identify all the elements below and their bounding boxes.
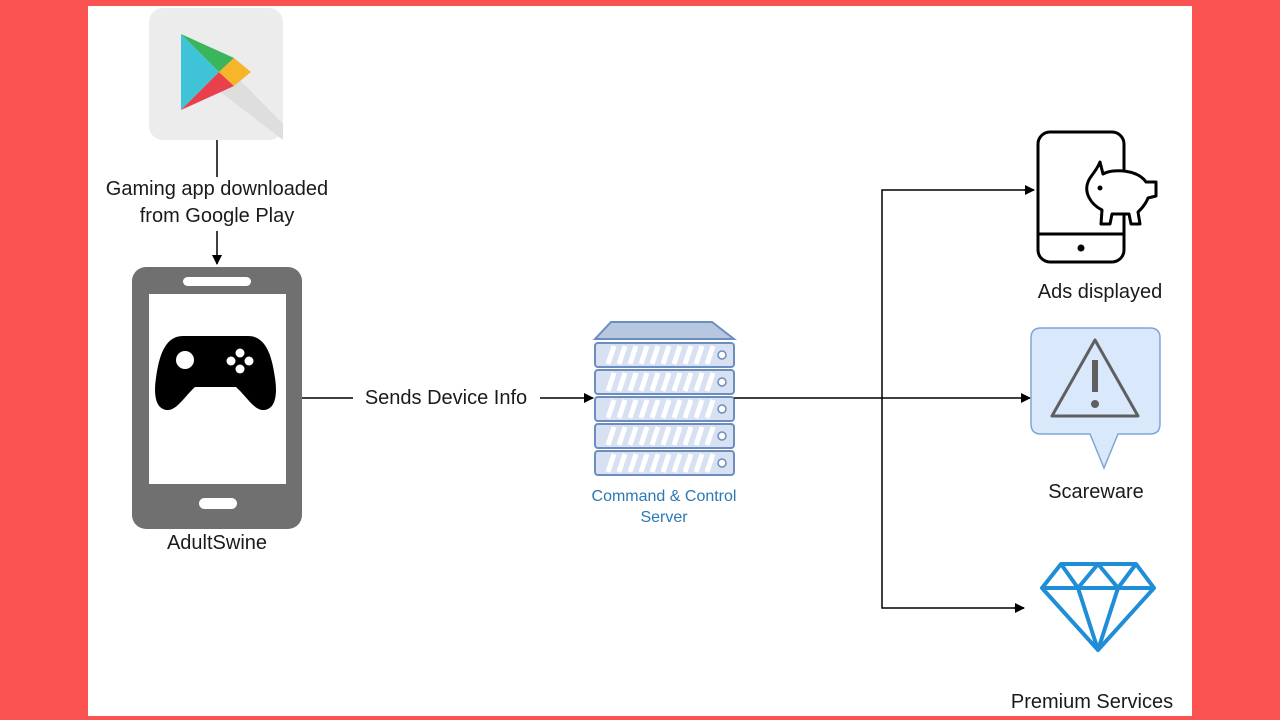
diamond-icon <box>1040 562 1156 652</box>
download-label-line1: Gaming app downloaded <box>105 178 329 200</box>
device-info-label: Sends Device Info <box>364 387 528 409</box>
phone-label: AdultSwine <box>166 532 268 554</box>
server-rack-icon <box>592 321 737 476</box>
diagram-canvas: Gaming app downloaded from Google Play A… <box>88 6 1192 716</box>
gamepad-icon <box>155 336 276 410</box>
premium-label: Premium Services <box>1010 691 1174 713</box>
server-label-line2: Server <box>640 509 688 526</box>
download-label: Gaming app downloaded from Google Play <box>88 176 346 230</box>
scareware-label: Scareware <box>1048 481 1144 503</box>
server-label-line1: Command & Control <box>591 488 737 505</box>
warning-icon <box>1030 327 1161 470</box>
diagram-graphics <box>132 8 1161 652</box>
phone-piggy-icon <box>1036 130 1158 264</box>
server-label: Command & Control Server <box>564 486 764 528</box>
google-play-icon <box>149 8 283 140</box>
ads-label: Ads displayed <box>1037 281 1163 303</box>
branch-connectors <box>734 185 1035 613</box>
download-label-line2: from Google Play <box>139 205 295 227</box>
